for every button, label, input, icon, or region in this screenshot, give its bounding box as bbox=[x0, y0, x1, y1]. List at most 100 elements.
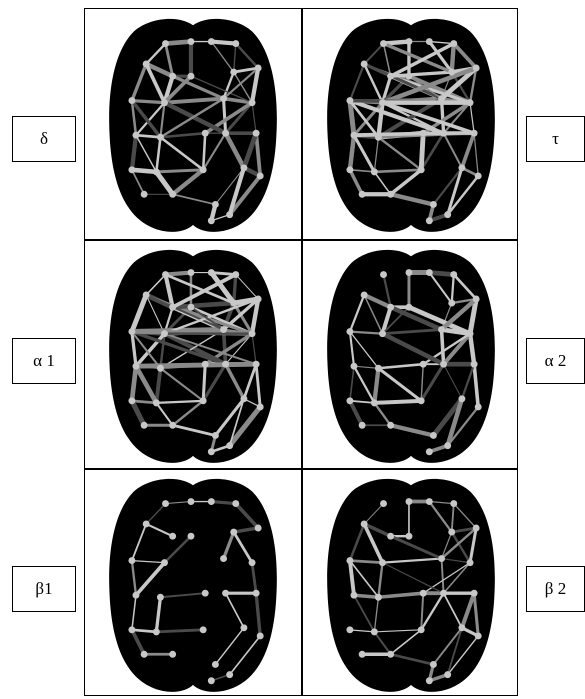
electrode-node bbox=[380, 40, 387, 47]
electrode-node bbox=[212, 201, 219, 208]
electrode-node bbox=[430, 432, 437, 439]
electrode-node bbox=[379, 559, 386, 566]
electrode-node bbox=[444, 211, 451, 218]
electrode-node bbox=[153, 168, 160, 175]
panel-alpha1 bbox=[85, 240, 301, 468]
connection-edge bbox=[442, 330, 444, 365]
electrode-node bbox=[128, 626, 135, 633]
electrode-node bbox=[371, 399, 378, 406]
electrode-node bbox=[157, 134, 164, 141]
electrode-node bbox=[240, 164, 247, 171]
label-beta2: β 2 bbox=[526, 566, 585, 612]
connection-edge bbox=[166, 273, 191, 275]
electrode-node bbox=[351, 592, 358, 599]
electrode-node bbox=[128, 97, 135, 104]
electrode-node bbox=[375, 594, 382, 601]
electrode-node bbox=[379, 330, 386, 337]
electrode-node bbox=[346, 166, 353, 173]
panel-alpha2 bbox=[303, 240, 519, 468]
connection-edge bbox=[429, 273, 453, 275]
electrode-node bbox=[361, 60, 368, 67]
electrode-node bbox=[249, 99, 256, 106]
electrode-node bbox=[161, 559, 168, 566]
electrode-node bbox=[375, 134, 382, 141]
electrode-node bbox=[200, 397, 207, 404]
electrode-node bbox=[157, 365, 164, 372]
electrode-node bbox=[161, 99, 168, 106]
electrode-node bbox=[128, 397, 135, 404]
electrode-node bbox=[406, 73, 413, 80]
electrode-node bbox=[458, 395, 465, 402]
electrode-node bbox=[162, 40, 169, 47]
electrode-node bbox=[253, 130, 260, 137]
label-tau: τ bbox=[526, 116, 585, 162]
connection-edge bbox=[203, 364, 205, 401]
connection-edge bbox=[156, 630, 203, 632]
brain-network-figure bbox=[306, 242, 516, 466]
electrode-node bbox=[346, 328, 353, 335]
electrode-node bbox=[471, 130, 478, 137]
electrode-node bbox=[406, 304, 413, 311]
electrode-node bbox=[249, 559, 256, 566]
label-alpha2: α 2 bbox=[526, 338, 585, 384]
electrode-node bbox=[222, 590, 229, 597]
connection-edge bbox=[421, 133, 423, 170]
electrode-node bbox=[253, 361, 260, 368]
electrode-node bbox=[230, 300, 237, 307]
electrode-node bbox=[255, 296, 262, 303]
electrode-node bbox=[359, 422, 366, 429]
electrode-node bbox=[157, 594, 164, 601]
electrode-node bbox=[387, 73, 394, 80]
electrode-node bbox=[406, 38, 413, 45]
electrode-node bbox=[162, 500, 169, 507]
electrode-node bbox=[153, 628, 160, 635]
electrode-node bbox=[141, 422, 148, 429]
electrode-node bbox=[202, 361, 209, 368]
electrode-node bbox=[169, 533, 176, 540]
electrode-node bbox=[458, 164, 465, 171]
electrode-node bbox=[202, 130, 209, 137]
label-beta1: β1 bbox=[12, 566, 76, 612]
brain-network-figure bbox=[88, 11, 298, 235]
electrode-node bbox=[232, 271, 239, 278]
electrode-node bbox=[448, 529, 455, 536]
electrode-node bbox=[346, 97, 353, 104]
electrode-node bbox=[361, 520, 368, 527]
brain-network-figure bbox=[306, 471, 516, 695]
electrode-node bbox=[351, 363, 358, 370]
connection-edge bbox=[384, 42, 409, 44]
panel-beta2 bbox=[303, 469, 519, 697]
electrode-node bbox=[440, 590, 447, 597]
label-delta: δ bbox=[12, 116, 76, 162]
electrode-node bbox=[161, 330, 168, 337]
electrode-node bbox=[128, 328, 135, 335]
electrode-node bbox=[230, 529, 237, 536]
electrode-node bbox=[153, 399, 160, 406]
electrode-node bbox=[420, 590, 427, 597]
electrode-node bbox=[430, 661, 437, 668]
electrode-node bbox=[406, 533, 413, 540]
electrode-node bbox=[208, 677, 215, 684]
electrode-node bbox=[188, 73, 195, 80]
electrode-node bbox=[188, 304, 195, 311]
electrode-node bbox=[257, 632, 264, 639]
connection-edge bbox=[136, 364, 256, 366]
electrode-node bbox=[208, 38, 215, 45]
electrode-node bbox=[448, 300, 455, 307]
electrode-node bbox=[222, 361, 229, 368]
electrode-node bbox=[471, 361, 478, 368]
electrode-node bbox=[208, 269, 215, 276]
electrode-node bbox=[257, 172, 264, 179]
electrode-node bbox=[387, 191, 394, 198]
electrode-node bbox=[467, 99, 474, 106]
electrode-node bbox=[212, 661, 219, 668]
electrode-node bbox=[220, 95, 227, 102]
electrode-node bbox=[361, 291, 368, 298]
electrode-node bbox=[475, 403, 482, 410]
electrode-node bbox=[440, 130, 447, 137]
electrode-node bbox=[169, 651, 176, 658]
electrode-node bbox=[426, 217, 433, 224]
brain-network-figure bbox=[88, 471, 298, 695]
electrode-node bbox=[379, 99, 386, 106]
electrode-node bbox=[240, 395, 247, 402]
